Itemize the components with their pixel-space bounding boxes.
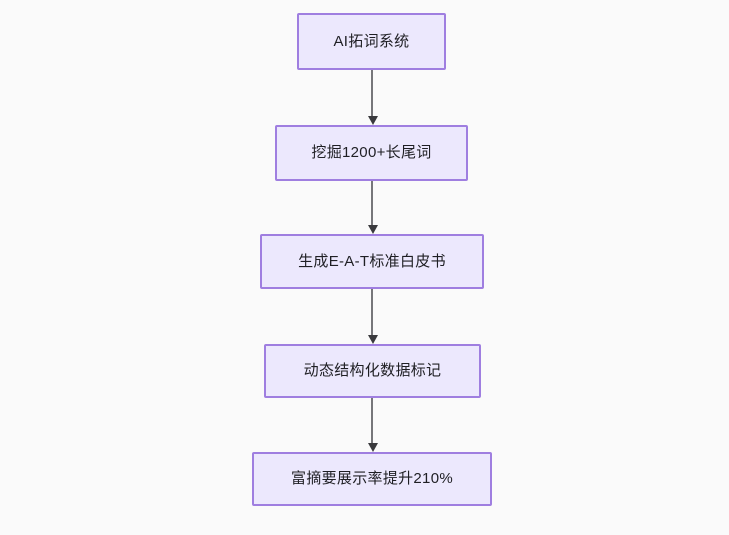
arrowhead-icon [368, 443, 378, 452]
arrowhead-icon [368, 335, 378, 344]
flow-node-structured-data-markup[interactable]: 动态结构化数据标记 [264, 344, 481, 398]
arrowhead-icon [368, 116, 378, 125]
edge-line [371, 289, 373, 336]
flow-node-label: AI拓词系统 [333, 32, 410, 50]
flow-node-label: 动态结构化数据标记 [303, 362, 442, 379]
edge-line [371, 70, 373, 117]
flow-node-label: 挖掘1200+长尾词 [311, 144, 432, 161]
arrowhead-icon [368, 225, 378, 234]
flow-node-label: 富摘要展示率提升210% [291, 470, 453, 487]
flow-node-label: 生成E-A-T标准白皮书 [298, 252, 446, 270]
flow-node-longtail-mining[interactable]: 挖掘1200+长尾词 [275, 125, 468, 181]
flow-node-ai-keyword-system[interactable]: AI拓词系统 [297, 13, 446, 70]
edge-line [371, 181, 373, 226]
flow-node-eat-whitepaper[interactable]: 生成E-A-T标准白皮书 [260, 234, 484, 289]
edge-line [371, 398, 373, 444]
flow-node-rich-snippet-result[interactable]: 富摘要展示率提升210% [252, 452, 492, 506]
